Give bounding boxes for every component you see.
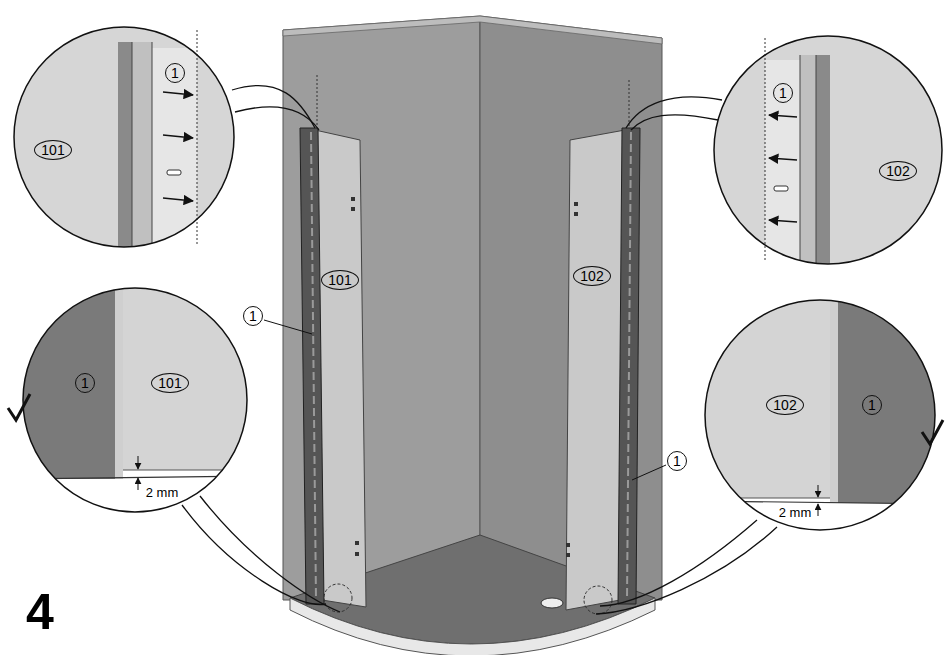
wall-profile	[300, 128, 324, 604]
profile-part	[115, 285, 123, 479]
zoom-connector	[626, 97, 722, 128]
profile-edge	[816, 55, 817, 270]
zoom-detail	[700, 295, 948, 535]
dimension-arrow	[138, 478, 139, 490]
callout-text: 1	[673, 454, 681, 468]
dimension-label: 2 mm	[779, 506, 812, 519]
callout-text: 101	[328, 273, 351, 287]
check-mark	[8, 394, 30, 420]
profile-detail	[311, 132, 316, 600]
hinge-hole	[566, 553, 570, 557]
profile-part	[830, 295, 838, 503]
leader-line	[264, 320, 312, 334]
zoom-connector	[182, 505, 326, 605]
zoom-detail	[710, 34, 950, 270]
callout-number: 102	[573, 266, 611, 286]
dimension-label: 2 mm	[146, 486, 179, 499]
zoom-detail	[10, 25, 240, 268]
wall-edge	[283, 16, 662, 44]
detail-marker	[584, 586, 612, 614]
profile-detail	[627, 132, 631, 600]
zoom-detail	[20, 285, 255, 520]
callout-text: 1	[868, 398, 876, 412]
hinge-hole	[351, 197, 355, 201]
profile-part	[118, 42, 132, 262]
wall-profile	[618, 128, 640, 604]
step-number: 4	[26, 587, 54, 637]
hinge-hole	[566, 543, 570, 547]
callout-number: 1	[75, 373, 95, 393]
profile-part	[765, 60, 800, 270]
hinge-hole	[355, 541, 359, 545]
callout-text: 1	[171, 66, 179, 80]
hinge-hole	[351, 207, 355, 211]
glass-edge	[700, 498, 830, 499]
callout-number: 1	[667, 451, 687, 471]
callout-number: 1	[165, 63, 185, 83]
profile-edge	[132, 42, 133, 262]
callout-text: 1	[249, 309, 257, 323]
dimension-arrow	[818, 485, 819, 497]
callout-number: 101	[34, 140, 72, 160]
leader-line	[632, 465, 666, 480]
guide-line	[629, 80, 630, 126]
guide-line	[765, 38, 766, 262]
glass-part	[700, 295, 830, 498]
callout-number: 102	[879, 161, 917, 181]
profile-part	[816, 55, 830, 270]
glass-panel	[566, 130, 625, 610]
zoom-circle	[14, 27, 234, 247]
callout-number: 102	[766, 395, 804, 415]
push-arrow	[769, 158, 797, 160]
zoom-connector	[235, 107, 319, 130]
hinge-hole	[574, 212, 578, 216]
hinge-hole	[574, 202, 578, 206]
callout-number: 101	[321, 270, 359, 290]
tray-edge	[700, 501, 945, 504]
profile-edge	[800, 55, 801, 270]
zoom-circle	[714, 36, 942, 264]
callout-number: 1	[773, 83, 793, 103]
zoom-connector	[200, 496, 340, 612]
callout-text: 101	[158, 376, 181, 390]
slot	[167, 170, 181, 175]
callout-number: 1	[862, 395, 882, 415]
guide-line	[197, 30, 198, 246]
callout-text: 1	[779, 86, 787, 100]
push-arrow	[163, 198, 193, 201]
callout-text: 102	[580, 269, 603, 283]
callout-number: 1	[243, 306, 263, 326]
check-mark	[922, 420, 943, 444]
push-arrow	[163, 92, 193, 95]
zoom-ground	[20, 285, 255, 520]
zoom-connector	[631, 115, 718, 130]
callout-text: 102	[886, 164, 909, 178]
zoom-circle	[23, 288, 247, 512]
glass-edge	[123, 470, 253, 471]
slot	[774, 186, 788, 191]
push-arrow	[769, 115, 797, 117]
profile-part	[132, 42, 152, 262]
zoom-connector	[596, 527, 777, 614]
profile-part	[800, 55, 816, 270]
push-arrow	[769, 220, 797, 222]
zoom-connector	[600, 520, 757, 606]
glass-part	[123, 285, 253, 470]
detail-marker	[324, 584, 352, 612]
hinge-hole	[355, 552, 359, 556]
guide-line	[317, 75, 318, 126]
callout-number: 101	[151, 373, 189, 393]
drain	[541, 598, 563, 608]
profile-edge	[152, 42, 153, 262]
dimension-arrow	[818, 504, 819, 516]
dimension-arrow	[138, 456, 139, 469]
callout-text: 101	[41, 143, 64, 157]
push-arrow	[163, 135, 193, 138]
callout-text: 1	[81, 376, 89, 390]
callout-text: 102	[773, 398, 796, 412]
zoom-circle	[705, 300, 935, 530]
